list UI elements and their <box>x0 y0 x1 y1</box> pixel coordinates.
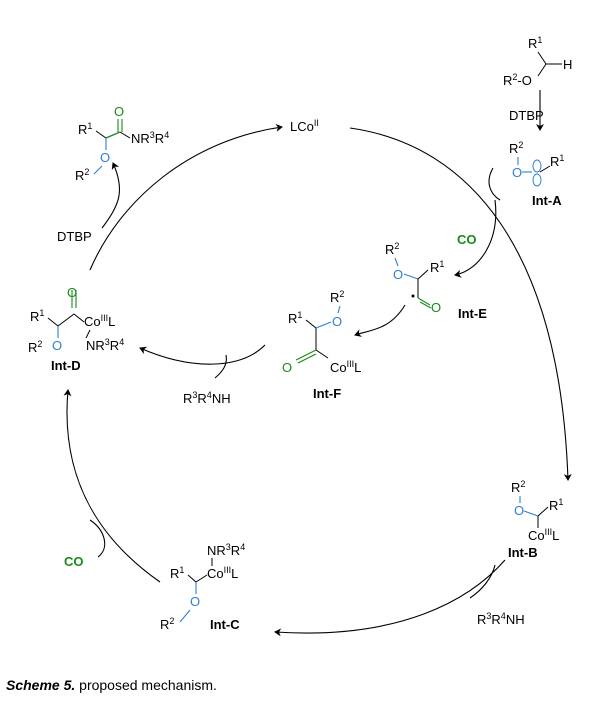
svg-text:NR3R4: NR3R4 <box>86 337 124 353</box>
svg-text:CoIIIL: CoIIIL <box>84 313 115 329</box>
int-a-radical-curve <box>488 167 501 201</box>
arrow-int-e-to-int-f <box>354 304 406 337</box>
svg-text:R2: R2 <box>509 140 523 156</box>
svg-text:R3R4NH: R3R4NH <box>477 611 525 627</box>
catalyst-lco: LCoII <box>290 118 319 134</box>
arc-left-top-arrow <box>89 123 283 271</box>
int-d-label: Int-D <box>51 358 81 373</box>
co-label-left: CO <box>64 554 84 569</box>
arc-left-bottom-arrow <box>63 389 161 583</box>
int-e: R2 O R1 O Int-E <box>385 241 487 321</box>
svg-text:R2: R2 <box>330 289 344 305</box>
svg-text:NR3R4: NR3R4 <box>131 130 169 146</box>
co-label-right: CO <box>457 232 477 247</box>
cycle-arrows <box>63 90 572 637</box>
int-c: NR3R4 CoIIIL R1 O R2 Int-C <box>160 542 245 632</box>
arc-top-right-arrow <box>349 127 572 481</box>
svg-text:R2: R2 <box>385 241 399 257</box>
svg-text:O: O <box>332 314 342 329</box>
svg-text:DTBP: DTBP <box>509 108 544 123</box>
int-e-label: Int-E <box>458 306 487 321</box>
reagent-curves <box>89 167 501 599</box>
int-a-label: Int-A <box>532 193 562 208</box>
int-c-label: Int-C <box>210 617 240 632</box>
int-a: R2 O R1 Int-A <box>509 140 564 208</box>
svg-text:CoIIIL: CoIIIL <box>207 565 238 581</box>
svg-text:O: O <box>282 360 292 375</box>
svg-text:R2-O: R2-O <box>503 72 532 88</box>
int-d: O R1 CoIIIL NR3R4 O R2 Int-D <box>28 285 124 373</box>
svg-text:R1: R1 <box>550 153 564 169</box>
svg-text:LCoII: LCoII <box>290 118 319 134</box>
svg-text:O: O <box>514 503 524 518</box>
svg-text:O: O <box>114 104 124 119</box>
svg-text:R1: R1 <box>288 310 302 326</box>
amine-entry-curve-b <box>469 564 496 599</box>
svg-text:O: O <box>431 300 441 315</box>
co-entry-curve-left <box>89 519 106 558</box>
product-amide: O R1 NR3R4 O R2 <box>75 104 169 183</box>
int-f-label: Int-F <box>313 386 341 401</box>
svg-text:O: O <box>100 150 110 165</box>
caption-label: Scheme 5. <box>6 677 76 693</box>
svg-text:H: H <box>563 57 572 72</box>
amine-reagent-2: R3R4NH <box>477 611 525 627</box>
arc-bottom-right-arrow <box>274 559 506 637</box>
svg-text:O: O <box>67 285 77 300</box>
arrow-dtbp-to-product <box>101 162 121 229</box>
svg-text:R1: R1 <box>549 497 563 513</box>
svg-text:CoIIIL: CoIIIL <box>330 359 361 375</box>
svg-text:CoIIIL: CoIIIL <box>528 527 559 543</box>
amine-entry-curve-f <box>214 354 227 379</box>
svg-text:R1: R1 <box>528 35 542 51</box>
substrate-ether: R1 H R2-O DTBP <box>503 35 572 123</box>
int-b-label: Int-B <box>508 545 538 560</box>
svg-text:R2: R2 <box>511 479 525 495</box>
arrow-int-f-to-int-d <box>139 344 266 365</box>
svg-text:O: O <box>190 594 200 609</box>
scheme-caption: Scheme 5. proposed mechanism. <box>6 677 217 693</box>
svg-text:O: O <box>393 267 403 282</box>
amine-reagent-1: R3R4NH <box>183 390 231 406</box>
svg-text:R1: R1 <box>430 259 444 275</box>
svg-text:R1: R1 <box>170 565 184 581</box>
svg-text:O: O <box>512 165 522 180</box>
dtbp-label-left: DTBP <box>57 229 92 244</box>
int-b: R2 O R1 CoIIIL Int-B <box>508 479 563 560</box>
int-f: R2 O R1 O CoIIIL Int-F <box>282 289 361 401</box>
svg-text:R1: R1 <box>30 308 44 324</box>
svg-text:R1: R1 <box>78 121 92 137</box>
svg-text:R2: R2 <box>75 167 89 183</box>
arrow-int-a-to-int-e <box>454 199 497 278</box>
svg-text:O: O <box>52 338 62 353</box>
caption-text: proposed mechanism. <box>75 677 217 693</box>
svg-text:NR3R4: NR3R4 <box>207 542 245 558</box>
svg-text:R2: R2 <box>160 616 174 632</box>
svg-text:R3R4NH: R3R4NH <box>183 390 231 406</box>
svg-text:R2: R2 <box>28 339 42 355</box>
